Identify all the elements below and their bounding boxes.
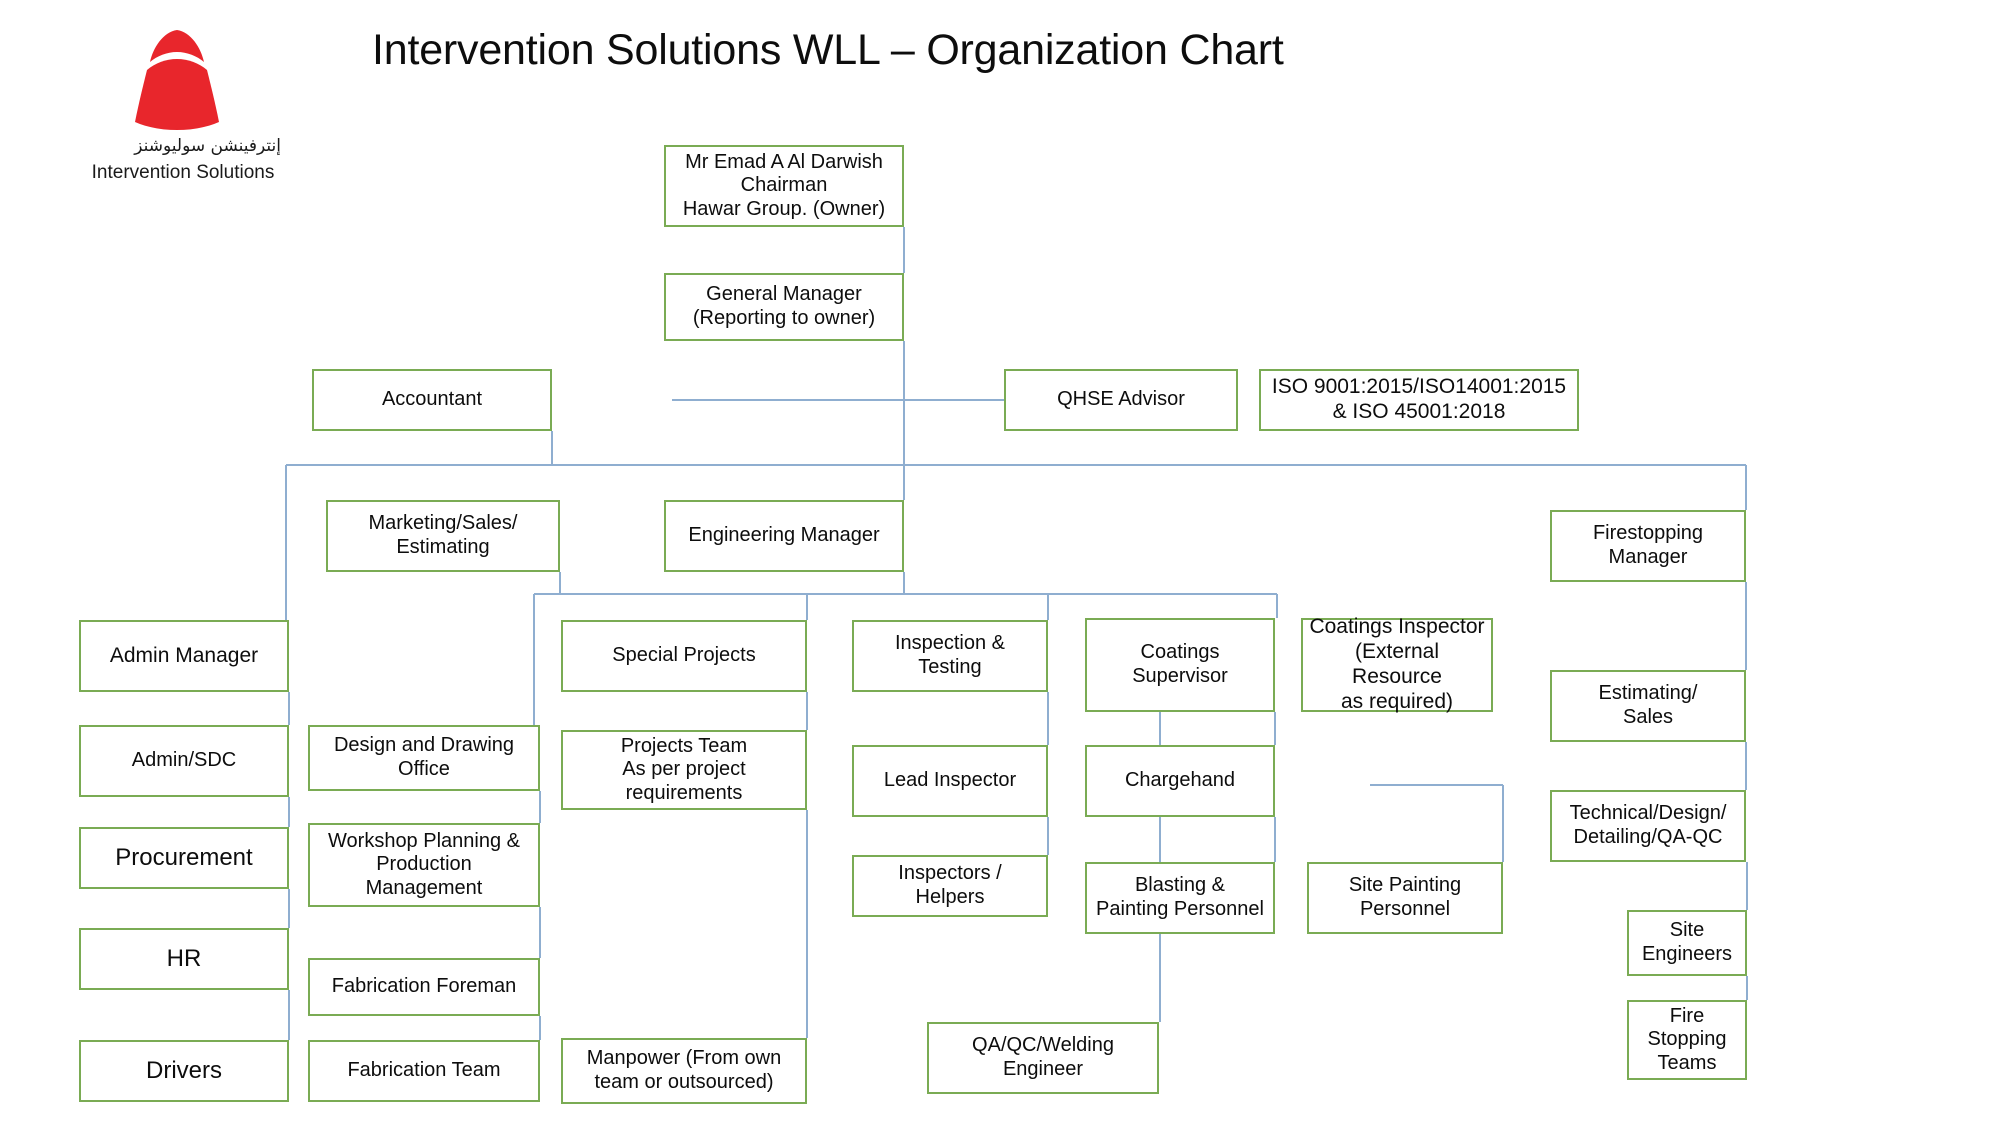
node-special-projects[interactable]: Special Projects	[561, 620, 807, 692]
node-lead-inspector[interactable]: Lead Inspector	[852, 745, 1048, 817]
node-fabrication-team[interactable]: Fabrication Team	[308, 1040, 540, 1102]
node-site-engineers[interactable]: Site Engineers	[1627, 910, 1747, 976]
node-accountant[interactable]: Accountant	[312, 369, 552, 431]
node-fire-stopping-teams[interactable]: Fire Stopping Teams	[1627, 1000, 1747, 1080]
company-logo: إنترفينشن سوليوشنز Intervention Solution…	[85, 26, 285, 186]
node-general-manager[interactable]: General Manager (Reporting to owner)	[664, 273, 904, 341]
node-qhse-advisor[interactable]: QHSE Advisor	[1004, 369, 1238, 431]
node-admin-manager[interactable]: Admin Manager	[79, 620, 289, 692]
node-site-painting[interactable]: Site Painting Personnel	[1307, 862, 1503, 934]
node-iso-certifications[interactable]: ISO 9001:2015/ISO14001:2015 & ISO 45001:…	[1259, 369, 1579, 431]
node-manpower[interactable]: Manpower (From own team or outsourced)	[561, 1038, 807, 1104]
logo-arabic-text: إنترفينشن سوليوشنز	[134, 136, 281, 156]
logo-mark-icon	[135, 30, 219, 130]
node-technical-design[interactable]: Technical/Design/ Detailing/QA-QC	[1550, 790, 1746, 862]
page-title: Intervention Solutions WLL – Organizatio…	[372, 26, 1284, 74]
node-procurement[interactable]: Procurement	[79, 827, 289, 889]
node-admin-sdc[interactable]: Admin/SDC	[79, 725, 289, 797]
node-estimating-sales[interactable]: Estimating/ Sales	[1550, 670, 1746, 742]
node-chargehand[interactable]: Chargehand	[1085, 745, 1275, 817]
node-firestopping-manager[interactable]: Firestopping Manager	[1550, 510, 1746, 582]
node-drivers[interactable]: Drivers	[79, 1040, 289, 1102]
node-inspectors-helpers[interactable]: Inspectors / Helpers	[852, 855, 1048, 917]
node-marketing-sales-estimating[interactable]: Marketing/Sales/ Estimating	[326, 500, 560, 572]
node-hr[interactable]: HR	[79, 928, 289, 990]
node-chairman[interactable]: Mr Emad A Al Darwish Chairman Hawar Grou…	[664, 145, 904, 227]
node-blasting-painting[interactable]: Blasting & Painting Personnel	[1085, 862, 1275, 934]
node-workshop-planning[interactable]: Workshop Planning & Production Managemen…	[308, 823, 540, 907]
node-coatings-inspector[interactable]: Coatings Inspector (External Resource as…	[1301, 615, 1493, 713]
node-qaqc-welding-engineer[interactable]: QA/QC/Welding Engineer	[927, 1022, 1159, 1094]
node-inspection-testing[interactable]: Inspection & Testing	[852, 620, 1048, 692]
logo-english-text: Intervention Solutions	[91, 162, 275, 183]
node-coatings-supervisor[interactable]: Coatings Supervisor	[1085, 618, 1275, 712]
node-fabrication-foreman[interactable]: Fabrication Foreman	[308, 958, 540, 1016]
node-design-drawing-office[interactable]: Design and Drawing Office	[308, 725, 540, 791]
node-projects-team[interactable]: Projects Team As per project requirement…	[561, 730, 807, 810]
node-engineering-manager[interactable]: Engineering Manager	[664, 500, 904, 572]
